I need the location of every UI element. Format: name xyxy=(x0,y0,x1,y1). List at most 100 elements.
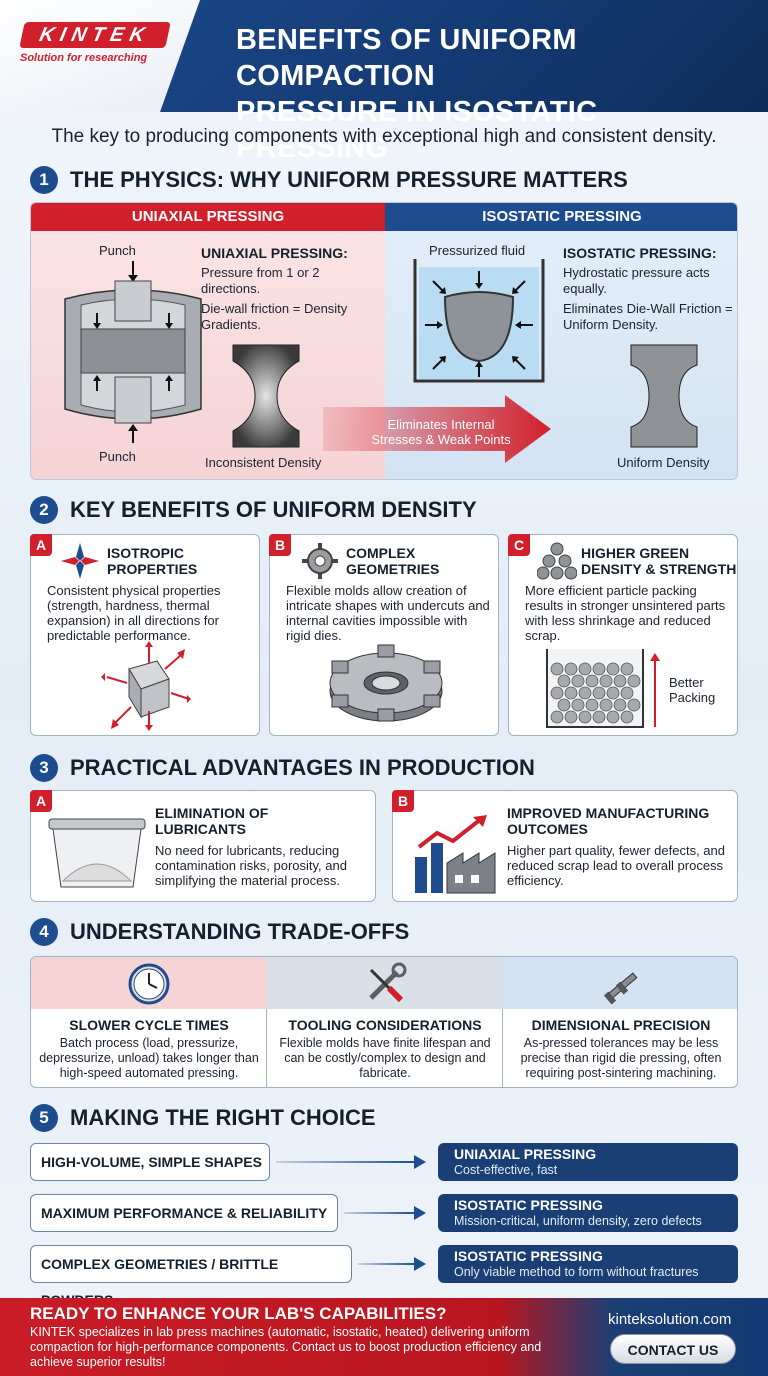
page-subtitle: The key to producing components with exc… xyxy=(51,126,717,147)
logo-panel: KINTEK Solution for researching xyxy=(0,0,200,112)
powder-tray-icon xyxy=(48,818,146,888)
inconsistent-density-caption: Inconsistent Density xyxy=(205,455,322,470)
card-title-line-2: GEOMETRIES xyxy=(346,561,440,577)
choice-result-text: Only viable method to form without fract… xyxy=(454,1265,699,1279)
tradeoff-cycle-times: SLOWER CYCLE TIMES Batch process (load, … xyxy=(31,957,267,1087)
contact-us-button[interactable]: CONTACT US xyxy=(610,1334,736,1364)
card-title-line-1: HIGHER GREEN xyxy=(581,545,690,561)
factory-growth-icon xyxy=(415,815,496,894)
section-5-heading: 5 MAKING THE RIGHT CHOICE xyxy=(30,1102,376,1134)
card-title-line-1: IMPROVED MANUFACTURING xyxy=(507,805,710,821)
choice-result-title: ISOSTATIC PRESSING xyxy=(454,1197,603,1213)
choice-result-title: ISOSTATIC PRESSING xyxy=(454,1248,603,1264)
uniaxial-text-2: Die-wall friction = Density Gradients. xyxy=(201,301,348,332)
section-number: 5 xyxy=(30,1104,58,1132)
title-line-1: BENEFITS OF UNIFORM COMPACTION xyxy=(236,24,577,92)
choice-result-uniaxial[interactable]: UNIAXIAL PRESSING Cost-effective, fast xyxy=(438,1143,738,1181)
choice-result-text: Cost-effective, fast xyxy=(454,1163,558,1177)
choice-complex-geometries[interactable]: COMPLEX GEOMETRIES / BRITTLE POWDERS xyxy=(30,1245,352,1308)
card-title-line-2: PROPERTIES xyxy=(107,561,198,577)
punch-top-label: Punch xyxy=(99,243,136,258)
isostatic-vessel-icon xyxy=(413,259,545,383)
footer-text: KINTEK specializes in lab press machines… xyxy=(30,1325,542,1369)
card-title: HIGHER GREEN DENSITY & STRENGTH xyxy=(581,545,736,577)
section-number: 4 xyxy=(30,918,58,946)
choice-arrow-line xyxy=(276,1161,416,1163)
tradeoff-title: DIMENSIONAL PRECISION xyxy=(531,1017,711,1033)
card-text: No need for lubricants, reducing contami… xyxy=(155,843,347,888)
choice-result-text: Mission-critical, uniform density, zero … xyxy=(454,1214,702,1228)
uniaxial-heading: UNIAXIAL PRESSING: xyxy=(201,245,348,261)
choice-result-title: UNIAXIAL PRESSING xyxy=(454,1146,597,1162)
kintek-logo[interactable]: KINTEK xyxy=(19,22,171,48)
card-badge: B xyxy=(269,534,291,556)
section-number: 2 xyxy=(30,496,58,524)
card-badge: A xyxy=(30,534,52,556)
tradeoff-tooling: TOOLING CONSIDERATIONS Flexible molds ha… xyxy=(267,957,503,1087)
title-line-2: PRESSURE IN ISOSTATIC PRESSING xyxy=(236,96,598,164)
tradeoff-title: TOOLING CONSIDERATIONS xyxy=(288,1017,482,1033)
section-title: THE PHYSICS: WHY UNIFORM PRESSURE MATTER… xyxy=(70,167,628,192)
gear-icon xyxy=(302,543,338,579)
choice-result-isostatic-brittle[interactable]: ISOSTATIC PRESSING Only viable method to… xyxy=(438,1245,738,1283)
card-text: Flexible molds allow creation of intrica… xyxy=(286,583,490,643)
packing-beaker-icon xyxy=(546,649,660,728)
choice-result-isostatic[interactable]: ISOSTATIC PRESSING Mission-critical, uni… xyxy=(438,1194,738,1232)
isostatic-heading: ISOSTATIC PRESSING: xyxy=(563,245,717,261)
choice-arrow-head xyxy=(414,1257,426,1271)
uniform-density-caption: Uniform Density xyxy=(617,455,710,470)
advantage-card-manufacturing: B IMPROVED MANUFACTURING OUTCOMES Higher… xyxy=(392,790,738,902)
section-title: MAKING THE RIGHT CHOICE xyxy=(70,1105,376,1130)
card-title-line-2: LUBRICANTS xyxy=(155,821,246,837)
packing-label-line-2: Packing xyxy=(669,690,716,705)
uniaxial-text-1: Pressure from 1 or 2 directions. xyxy=(201,265,320,296)
card-title-line-1: ELIMINATION OF xyxy=(155,805,269,821)
section-3-heading: 3 PRACTICAL ADVANTAGES IN PRODUCTION xyxy=(30,752,535,784)
complex-gear-part-icon xyxy=(329,644,443,722)
section-title: UNDERSTANDING TRADE-OFFS xyxy=(70,919,410,944)
tradeoff-text: Batch process (load, pressurize, depress… xyxy=(39,1036,259,1080)
card-badge: A xyxy=(30,790,52,812)
benefit-card-green-density: C HIGHER GREEN DENSITY & STRENGTH More e… xyxy=(508,534,738,736)
choice-arrow-head xyxy=(414,1206,426,1220)
card-title: ELIMINATION OF LUBRICANTS xyxy=(155,805,268,837)
tradeoff-text: As-pressed tolerances may be less precis… xyxy=(520,1036,722,1080)
card-title-line-2: DENSITY & STRENGTH xyxy=(581,561,737,577)
tradeoffs-table: SLOWER CYCLE TIMES Batch process (load, … xyxy=(30,956,738,1088)
card-text: Consistent physical properties (strength… xyxy=(47,583,221,643)
section-number: 3 xyxy=(30,754,58,782)
tradeoff-title: SLOWER CYCLE TIMES xyxy=(69,1017,229,1033)
card-badge: B xyxy=(392,790,414,812)
caliper-icon xyxy=(603,972,638,1005)
isostatic-text-2: Eliminates Die-Wall Friction = Uniform D… xyxy=(563,301,733,332)
section-title: PRACTICAL ADVANTAGES IN PRODUCTION xyxy=(70,755,535,780)
tools-icon xyxy=(369,962,407,1003)
tradeoff-text: Flexible molds have finite lifespan and … xyxy=(279,1036,491,1080)
packing-label-line-1: Better xyxy=(669,675,704,690)
choice-high-volume[interactable]: HIGH-VOLUME, SIMPLE SHAPES xyxy=(30,1143,270,1181)
benefit-card-isotropic: A ISOTROPIC PROPERTIES Consistent physic… xyxy=(30,534,260,736)
uniaxial-die-icon xyxy=(64,261,202,443)
card-title: IMPROVED MANUFACTURING OUTCOMES xyxy=(507,805,709,837)
website-link[interactable]: kinteksolution.com xyxy=(608,1311,732,1328)
isostatic-text-1: Hydrostatic pressure acts equally. xyxy=(563,265,710,296)
benefit-card-complex: B COMPLEX GEOMETRIES Flexible molds allo… xyxy=(269,534,499,736)
card-title: ISOTROPIC PROPERTIES xyxy=(107,545,197,577)
arrow-text: Eliminates Internal Stresses & Weak Poin… xyxy=(361,417,521,447)
uniaxial-bar: UNIAXIAL PRESSING xyxy=(31,203,385,231)
section-2-heading: 2 KEY BENEFITS OF UNIFORM DENSITY xyxy=(30,494,477,526)
isostatic-bar: ISOSTATIC PRESSING xyxy=(385,203,737,231)
card-text: Higher part quality, fewer defects, and … xyxy=(507,843,725,888)
choice-arrow-line xyxy=(358,1263,416,1265)
footer-banner: READY TO ENHANCE YOUR LAB'S CAPABILITIES… xyxy=(0,1298,768,1376)
choice-arrow-line xyxy=(344,1212,416,1214)
arrow-line-1: Eliminates Internal xyxy=(387,417,495,432)
punch-bottom-label: Punch xyxy=(99,449,136,464)
isotropic-cube-icon xyxy=(101,641,191,731)
inconsistent-density-sample xyxy=(232,344,300,448)
card-text: More efficient particle packing results … xyxy=(525,583,726,643)
choice-max-performance[interactable]: MAXIMUM PERFORMANCE & RELIABILITY xyxy=(30,1194,338,1232)
card-title: COMPLEX GEOMETRIES xyxy=(346,545,439,577)
section-title: KEY BENEFITS OF UNIFORM DENSITY xyxy=(70,497,477,522)
